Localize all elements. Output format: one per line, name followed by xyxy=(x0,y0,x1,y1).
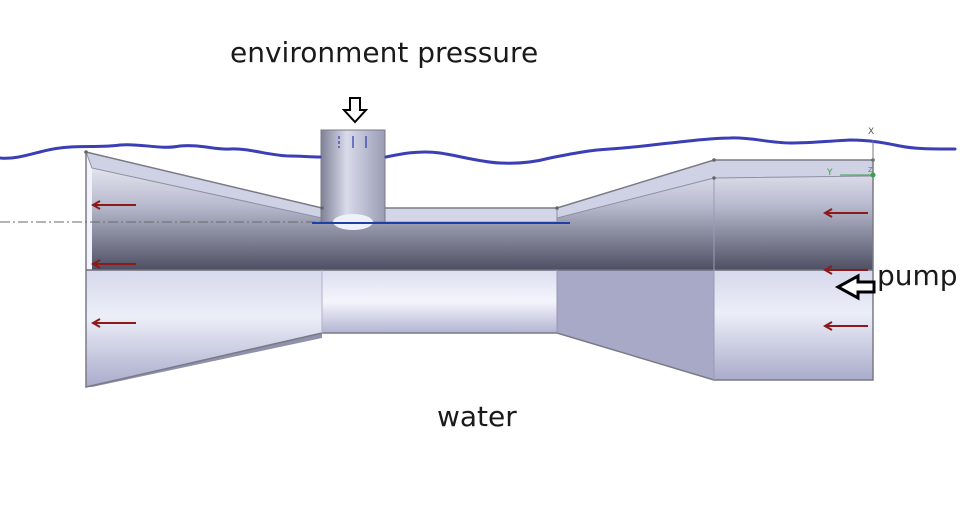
environment-pressure-label: environment pressure xyxy=(230,36,539,69)
left-arrow-icon xyxy=(822,265,868,275)
pump-label: pump xyxy=(877,259,958,292)
pipe-lower-right-cone xyxy=(557,270,714,380)
coordinate-triad: X Y Z xyxy=(826,127,876,178)
left-arrow-icon xyxy=(822,321,868,331)
flow-arrows xyxy=(90,200,868,331)
pipe-lower-left-cone xyxy=(86,270,322,387)
triad-x-label: X xyxy=(868,127,874,137)
triad-z-label: Z xyxy=(868,166,873,174)
left-arrow-icon xyxy=(90,259,136,269)
triad-y-label: Y xyxy=(826,168,833,178)
water-surface-line xyxy=(0,136,957,165)
left-arrow-icon xyxy=(90,200,136,210)
water-label: water xyxy=(437,400,517,433)
left-arrow-icon xyxy=(90,318,136,328)
down-block-arrow-icon xyxy=(341,97,369,124)
pipe-lower-throat xyxy=(322,270,557,333)
left-block-arrow-icon xyxy=(834,273,876,301)
pipe-upper-left-face xyxy=(86,152,92,270)
pipe-outline xyxy=(85,151,874,388)
left-arrow-icon xyxy=(822,208,868,218)
